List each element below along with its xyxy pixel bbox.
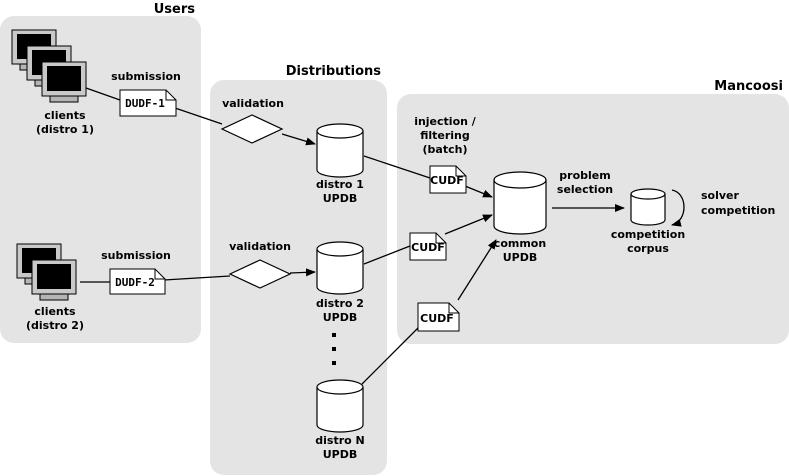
link-dbn-cudf: [361, 327, 419, 385]
monitor-icon: [41, 61, 87, 103]
injection-label-2: filtering: [420, 129, 470, 142]
solver-label: solver: [701, 189, 740, 202]
db1-label: distro 1: [316, 178, 364, 191]
clients-distro2-monitors: [16, 243, 77, 301]
common-sublabel: UPDB: [503, 251, 538, 264]
link-dudf2-validation2: [163, 275, 231, 281]
dudf2-label: DUDF-2: [115, 276, 155, 289]
link-db1-cudf: [363, 155, 431, 179]
distributions-title: Distributions: [286, 64, 381, 79]
validation1-label: validation: [222, 97, 284, 110]
cudf-document-3: CUDF: [417, 302, 460, 332]
cudf-label-3: CUDF: [420, 312, 454, 325]
db2-label: distro 2: [316, 297, 364, 310]
dudf1-label: DUDF-1: [125, 97, 165, 110]
common-label: common: [494, 237, 546, 250]
cudf-label-2: CUDF: [411, 241, 445, 254]
dbn-sublabel: UPDB: [323, 448, 358, 461]
submission2-label: submission: [101, 249, 171, 262]
distroN-database-icon: [316, 379, 364, 433]
link-db2-cudf: [363, 245, 411, 265]
link-dudf1-validation1: [174, 107, 223, 125]
mancoosi-title: Mancoosi: [714, 79, 783, 94]
validation1-diamond: [220, 114, 284, 144]
problem-sublabel: selection: [557, 183, 613, 196]
corpus-sublabel: corpus: [627, 242, 669, 255]
clients2-label: clients: [34, 305, 76, 318]
arrow-validation1-db1: [281, 133, 316, 146]
arrow-cudf-common-2: [444, 214, 493, 235]
arrow-validation2-db2: [289, 268, 316, 277]
clients2-sublabel: (distro 2): [26, 319, 84, 332]
dudf1-document: DUDF-1: [119, 89, 177, 117]
arrow-cudf-common: [464, 185, 493, 198]
corpus-label: competition: [611, 228, 685, 241]
users-title: Users: [154, 2, 196, 17]
ellipsis-dots: [332, 333, 336, 365]
solver-loop-arrow: [671, 189, 685, 227]
db1-sublabel: UPDB: [323, 192, 358, 205]
cudf-document-1: CUDF: [429, 165, 467, 194]
mancoosi-panel: [397, 94, 789, 344]
common-database-icon: [493, 171, 547, 235]
validation2-diamond: [228, 259, 292, 289]
dbn-label: distro N: [315, 434, 364, 447]
cudf-document-2: CUDF: [409, 232, 447, 261]
clients-distro1-monitors: [11, 29, 87, 103]
problem-label: problem: [559, 169, 610, 182]
validation2-label: validation: [229, 240, 291, 253]
db2-sublabel: UPDB: [323, 311, 358, 324]
link-clients1-dudf1: [85, 87, 121, 101]
solver-sublabel: competition: [701, 204, 775, 217]
clients1-sublabel: (distro 1): [36, 123, 94, 136]
distributions-panel: [210, 80, 387, 475]
clients1-label: clients: [44, 109, 86, 122]
arrow-cudf-common-3: [457, 239, 497, 301]
distro2-database-icon: [316, 241, 364, 295]
corpus-database-icon: [630, 188, 666, 226]
monitor-icon: [31, 259, 77, 301]
submission1-label: submission: [111, 70, 181, 83]
injection-label-3: (batch): [423, 143, 468, 156]
distro1-database-icon: [316, 123, 364, 178]
injection-label: injection /: [414, 115, 477, 128]
dudf2-document: DUDF-2: [109, 268, 166, 295]
cudf-label-1: CUDF: [430, 174, 464, 187]
